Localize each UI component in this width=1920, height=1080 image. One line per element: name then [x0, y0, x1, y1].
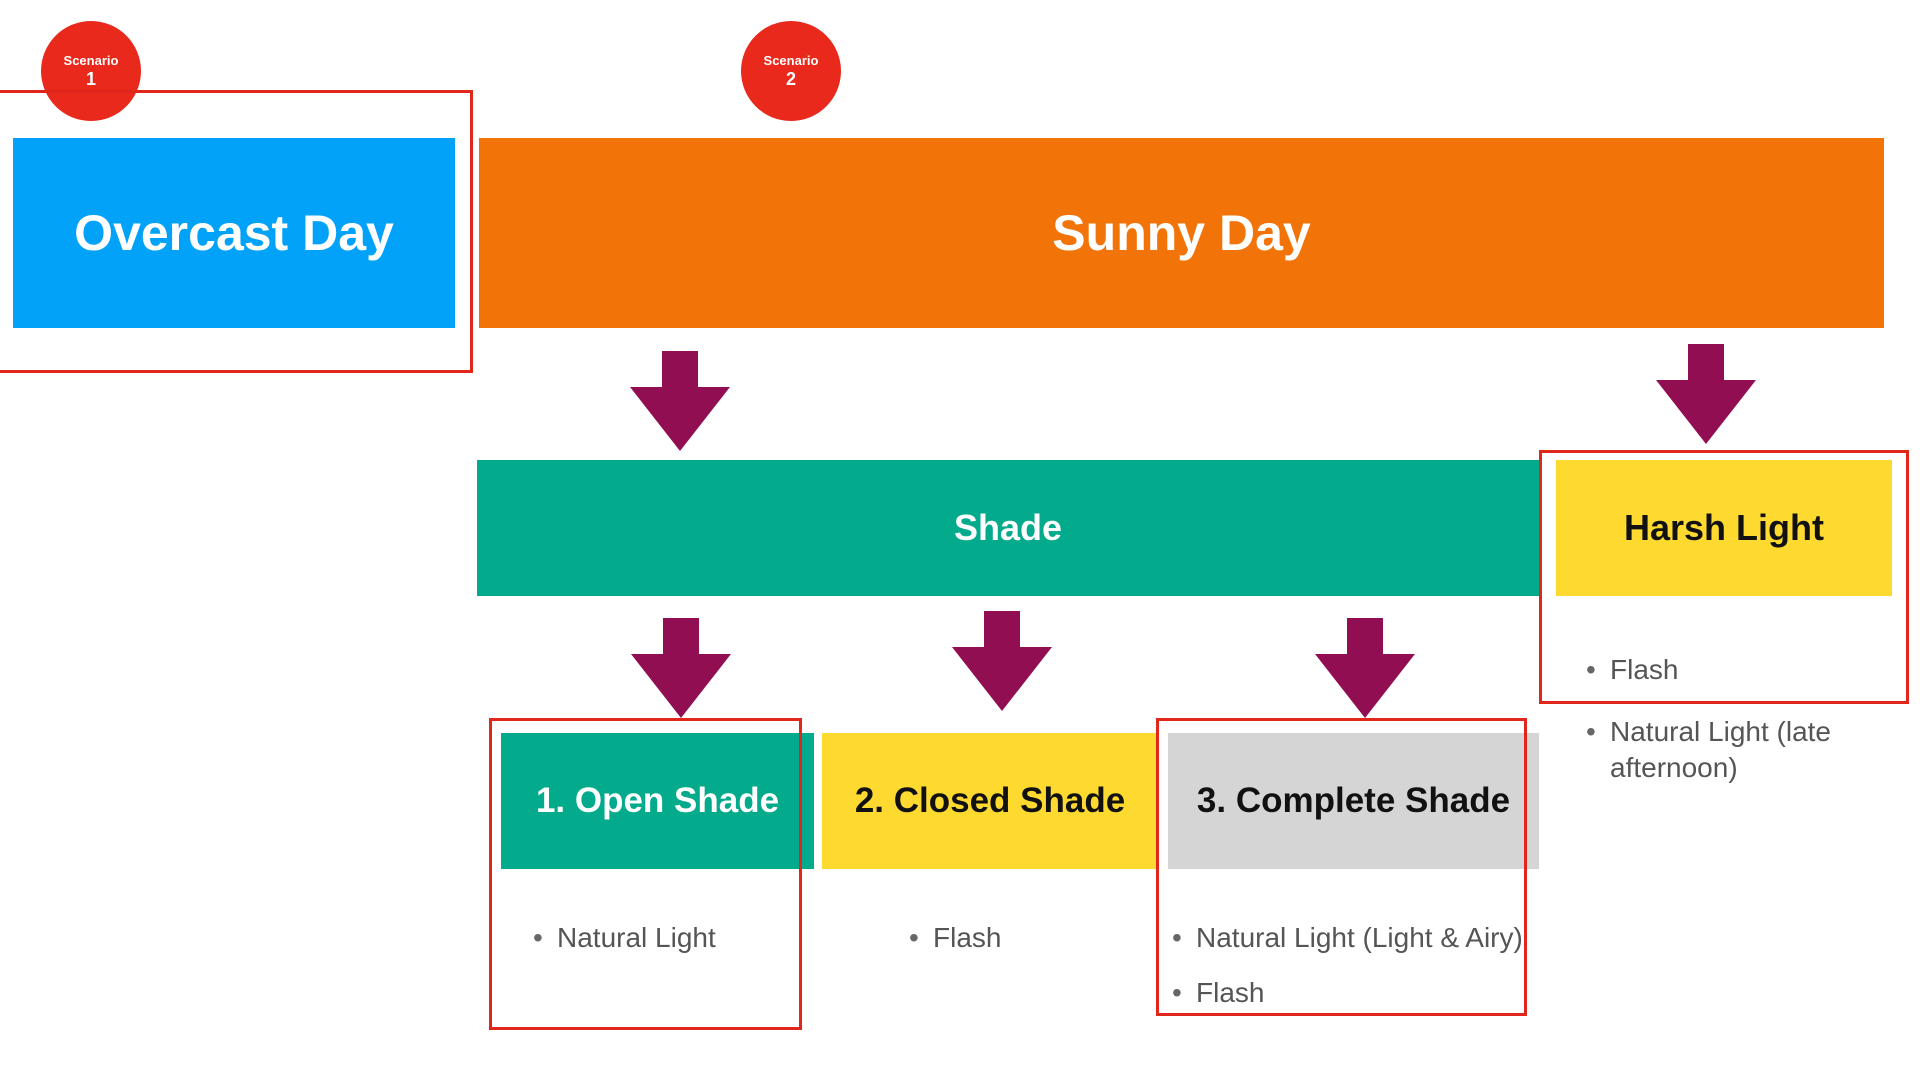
- arrow-down-icon: [631, 618, 731, 718]
- closed-shade-label: 2. Closed Shade: [854, 781, 1126, 820]
- arrow-down-icon: [630, 351, 730, 451]
- open-shade-highlight-outline: [489, 718, 802, 1030]
- scenario-2-badge: Scenario 2: [741, 21, 841, 121]
- open-shade-box: 1. Open Shade: [501, 733, 814, 869]
- complete-shade-highlight-outline: [1156, 718, 1527, 1016]
- harsh-light-label: Harsh Light: [1623, 507, 1824, 548]
- sunny-day-box: Sunny Day: [479, 138, 1884, 328]
- arrow-down-icon: [1656, 344, 1756, 444]
- scenario-1-label: Scenario: [63, 52, 119, 68]
- closed-shade-bullets: Flash: [909, 920, 1149, 956]
- scenario-1-number: 1: [85, 68, 96, 89]
- harsh-light-bullets: Flash Natural Light (late afternoon): [1586, 652, 1886, 786]
- overcast-day-box: Overcast Day: [13, 138, 455, 328]
- harsh-light-box: Harsh Light: [1556, 460, 1892, 596]
- overcast-highlight-outline: [0, 90, 473, 373]
- harsh-bullet-2: Natural Light (late afternoon): [1586, 714, 1886, 786]
- complete-shade-label: 3. Complete Shade: [1196, 781, 1511, 820]
- arrow-down-icon: [1315, 618, 1415, 718]
- complete-shade-box: 3. Complete Shade: [1168, 733, 1539, 869]
- harsh-bullet-1: Flash: [1586, 652, 1886, 688]
- open-shade-bullets: Natural Light: [533, 920, 813, 956]
- shade-box: Shade: [477, 460, 1539, 596]
- closed-shade-box: 2. Closed Shade: [822, 733, 1158, 869]
- complete-shade-bullets: Natural Light (Light & Airy) Flash: [1172, 920, 1552, 1011]
- shade-label: Shade: [953, 507, 1063, 548]
- sunny-day-label: Sunny Day: [1052, 205, 1311, 261]
- open-shade-bullet-1: Natural Light: [533, 920, 813, 956]
- overcast-day-label: Overcast Day: [74, 205, 394, 261]
- scenario-2-number: 2: [785, 68, 796, 89]
- complete-shade-bullet-2: Flash: [1172, 975, 1552, 1011]
- complete-shade-bullet-1: Natural Light (Light & Airy): [1172, 920, 1552, 956]
- harsh-light-highlight-outline: [1539, 450, 1909, 704]
- arrow-down-icon: [952, 611, 1052, 711]
- scenario-2-label: Scenario: [763, 52, 819, 68]
- scenario-1-badge: Scenario 1: [41, 21, 141, 121]
- closed-shade-bullet-1: Flash: [909, 920, 1149, 956]
- open-shade-label: 1. Open Shade: [535, 781, 780, 820]
